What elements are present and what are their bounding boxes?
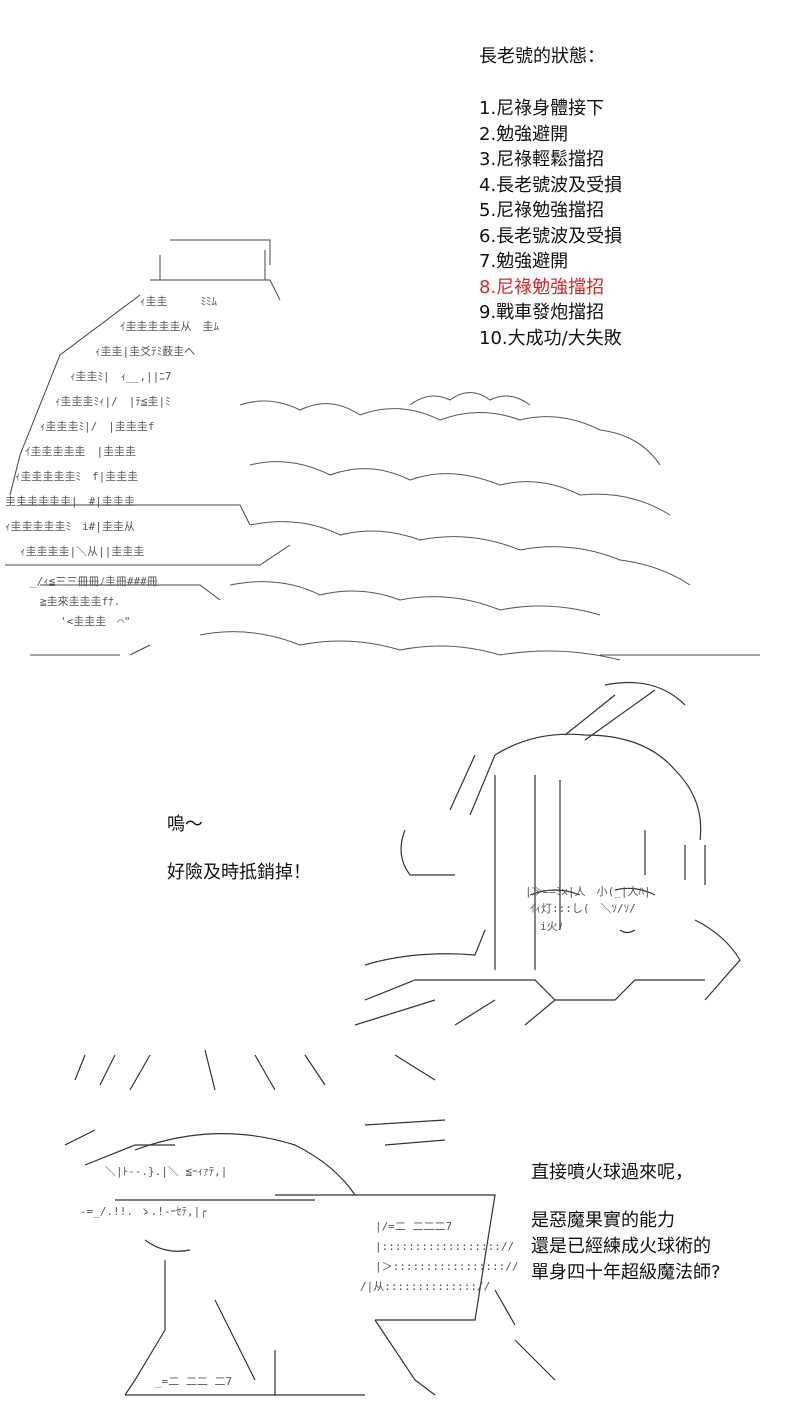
- svg-text:≧圭來圭圭圭fﾅ.: ≧圭來圭圭圭fﾅ.: [40, 595, 120, 608]
- svg-text:ｲ圭圭圭圭圭从 圭ﾑ: ｲ圭圭圭圭圭从 圭ﾑ: [120, 320, 219, 333]
- ship-explosion-illustration: ｨ圭圭 ﾐﾐﾑ ｲ圭圭圭圭圭从 圭ﾑ ｨ圭圭|圭爻ﾃﾐ薮圭ヘ ｨ圭圭ﾐ| ｨ__…: [0, 205, 780, 685]
- nose-mouth: [144, 1239, 191, 1252]
- status-item-8: 8.尼祿勉強擋招: [479, 276, 605, 298]
- dialog-wizard-line-3: 還是已經練成火球術的: [531, 1236, 711, 1257]
- svg-text:ｨ圭圭ﾐ| ｨ__,||ﾆ7: ｨ圭圭ﾐ| ｨ__,||ﾆ7: [70, 370, 171, 383]
- mouth: [619, 929, 636, 934]
- sail-texture: ｨ圭圭 ﾐﾐﾑ ｲ圭圭圭圭圭从 圭ﾑ ｨ圭圭|圭爻ﾃﾐ薮圭ヘ ｨ圭圭ﾐ| ｨ__…: [5, 295, 219, 628]
- girl-illustration: |≫==ﾐx|人 小(_|人ﾊ| ｲｨ灯:::し( ＼ｿ/ｿ/ i火ﾉ: [355, 680, 755, 1030]
- girl-art: |≫==ﾐx|人 小(_|人ﾊ| ｲｨ灯:::し( ＼ｿ/ｿ/ i火ﾉ: [355, 682, 741, 1026]
- dialog-girl-line-2: 好險及時抵銷掉！: [167, 862, 311, 883]
- svg-text:-=_/.!!. ゝ.!-ｰｾﾃ,|┌: -=_/.!!. ゝ.!-ｰｾﾃ,|┌: [80, 1205, 207, 1218]
- cape-right: [494, 1289, 556, 1381]
- skirt-folds: [355, 999, 556, 1026]
- eyes: [529, 887, 656, 896]
- mast-lines: [159, 239, 271, 280]
- hair-strands: [564, 689, 656, 741]
- shoulder-left: [400, 829, 455, 876]
- hair-spikes-top: [74, 1050, 436, 1091]
- svg-text:|/=二 二二二7: |/=二 二二二7: [375, 1220, 452, 1233]
- head-outline: [494, 733, 702, 841]
- dialog-girl-line-1: 嗚～: [167, 814, 203, 835]
- sail-left-edge: [9, 294, 141, 496]
- status-item-3: 3.尼祿輕鬆擋招: [479, 149, 605, 170]
- svg-text:ｨ圭圭圭圭圭ﾐ f|圭圭圭: ｨ圭圭圭圭圭ﾐ f|圭圭圭: [15, 470, 138, 483]
- svg-text:_=二 二二 二7: _=二 二二 二7: [155, 1375, 232, 1388]
- hair-falls: [494, 775, 561, 970]
- svg-text:ｲ圭圭圭圭圭 |圭圭圭: ｲ圭圭圭圭圭 |圭圭圭: [25, 445, 136, 458]
- ship-explosion-art: ｨ圭圭 ﾐﾐﾑ ｲ圭圭圭圭圭从 圭ﾑ ｨ圭圭|圭爻ﾃﾐ薮圭ヘ ｨ圭圭ﾐ| ｨ__…: [5, 239, 760, 661]
- waterline-left: [30, 644, 151, 656]
- status-list: 1.尼祿身體接下 2.勉強避開 3.尼祿輕鬆擋招 4.長老號波及受損 5.尼祿勉…: [479, 96, 779, 351]
- svg-text:|＞::::::::::::::::://: |＞::::::::::::::::://: [375, 1260, 518, 1273]
- status-panel: 長老號的狀態： 1.尼祿身體接下 2.勉強避開 3.尼祿輕鬆擋招 4.長老號波及…: [479, 44, 779, 351]
- status-item-6: 6.長老號波及受損: [479, 225, 623, 247]
- status-title: 長老號的狀態：: [479, 46, 605, 67]
- sleeve-drop: [374, 1319, 436, 1396]
- wizard-art: ＼|ﾄ--.}.|＼ ≦ｰｨｧﾃ,| -=_/.!!. ゝ.!-ｰｾﾃ,|┌ |…: [64, 1050, 556, 1396]
- svg-text:ｲｨ灯:::し( ＼ｿ/ｿ/: ｲｨ灯:::し( ＼ｿ/ｿ/: [530, 902, 636, 915]
- dialog-girl: 嗚～ 好險及時抵銷掉！: [167, 812, 311, 886]
- svg-text:i火ﾉ: i火ﾉ: [540, 920, 563, 933]
- svg-text:ｨ圭圭圭ﾐ|/ |圭圭圭f: ｨ圭圭圭ﾐ|/ |圭圭圭f: [40, 420, 155, 433]
- wizard-texture: ＼|ﾄ--.}.|＼ ≦ｰｨｧﾃ,| -=_/.!!. ゝ.!-ｰｾﾃ,|┌ |…: [80, 1165, 518, 1388]
- body-left: [124, 1260, 166, 1396]
- status-item-5: 5.尼祿勉強擋招: [479, 200, 605, 221]
- dialog-wizard: 直接噴火球過來呢， 是惡魔果實的能力 還是已經練成火球術的 單身四十年超級魔法師…: [531, 1160, 721, 1286]
- status-item-9: 9.戰車發炮擋招: [479, 302, 605, 323]
- hair-left: [449, 754, 496, 816]
- svg-text:ｨ圭圭|圭爻ﾃﾐ薮圭ヘ: ｨ圭圭|圭爻ﾃﾐ薮圭ヘ: [95, 345, 195, 358]
- hull-low: [40, 584, 221, 601]
- svg-text:|:::::::::::::::::://: |:::::::::::::::::://: [375, 1240, 514, 1253]
- svg-text:_/ｨ≦三三冊冊ﾉ圭冊###冊: _/ｨ≦三三冊冊ﾉ圭冊###冊: [30, 575, 158, 588]
- hair-left: [64, 1129, 175, 1166]
- brow-line: [134, 1133, 356, 1196]
- girl-texture: |≫==ﾐx|人 小(_|人ﾊ| ｲｨ灯:::し( ＼ｿ/ｿ/ i火ﾉ: [525, 885, 651, 933]
- dialog-wizard-line-2: 是惡魔果實的能力: [531, 1210, 675, 1231]
- svg-text:＼|ﾄ--.}.|＼ ≦ｰｨｧﾃ,|: ＼|ﾄ--.}.|＼ ≦ｰｨｧﾃ,|: [105, 1165, 227, 1178]
- clothing-bottom: [364, 979, 705, 1001]
- svg-text:|≫==ﾐx|人 小(_|人ﾊ|: |≫==ﾐx|人 小(_|人ﾊ|: [525, 885, 651, 898]
- status-item-4: 4.長老號波及受損: [479, 174, 623, 196]
- status-item-10: 10.大成功/大失敗: [479, 327, 622, 349]
- status-item-1: 1.尼祿身體接下: [479, 98, 605, 119]
- hull-mid: [5, 544, 291, 566]
- svg-text:圭圭圭圭圭圭| #|圭圭圭: 圭圭圭圭圭圭| #|圭圭圭: [5, 495, 135, 508]
- sleeve-front: [275, 1194, 496, 1321]
- arm-right: [694, 919, 741, 1001]
- svg-text:'<圭圭圭 ⌒": '<圭圭圭 ⌒": [60, 615, 131, 628]
- hair-right: [644, 830, 706, 885]
- hull-top: [20, 504, 251, 526]
- body-folds: [214, 1299, 276, 1395]
- hair-right: [364, 1119, 446, 1146]
- svg-text:ｨ圭圭 ﾐﾐﾑ: ｨ圭圭 ﾐﾐﾑ: [140, 295, 217, 308]
- svg-text:/|从:::::::::::::://: /|从:::::::::::::://: [360, 1280, 490, 1293]
- status-item-2: 2.勉強避開: [479, 123, 569, 145]
- status-item-7: 7.勉強避開: [479, 251, 569, 272]
- dialog-wizard-line-1: 直接噴火球過來呢，: [531, 1162, 693, 1183]
- wizard-illustration: ＼|ﾄ--.}.|＼ ≦ｰｨｧﾃ,| -=_/.!!. ゝ.!-ｰｾﾃ,|┌ |…: [15, 1050, 575, 1400]
- svg-text:ｨ圭圭圭ﾐｨ|/ |ﾃ≦圭|ﾐ: ｨ圭圭圭ﾐｨ|/ |ﾃ≦圭|ﾐ: [55, 395, 171, 408]
- hair-top: [604, 682, 686, 706]
- sail-top: [150, 279, 281, 301]
- dialog-wizard-line-4: 單身四十年超級魔法師?: [531, 1262, 721, 1283]
- svg-text:ｨ圭圭圭圭|＼从||圭圭圭: ｨ圭圭圭圭|＼从||圭圭圭: [20, 545, 144, 558]
- svg-text:ｨ圭圭圭圭圭ﾐ i#|圭圭从: ｨ圭圭圭圭圭ﾐ i#|圭圭从: [5, 520, 135, 533]
- explosion-cloud: [199, 392, 691, 661]
- arm-left: [364, 929, 486, 966]
